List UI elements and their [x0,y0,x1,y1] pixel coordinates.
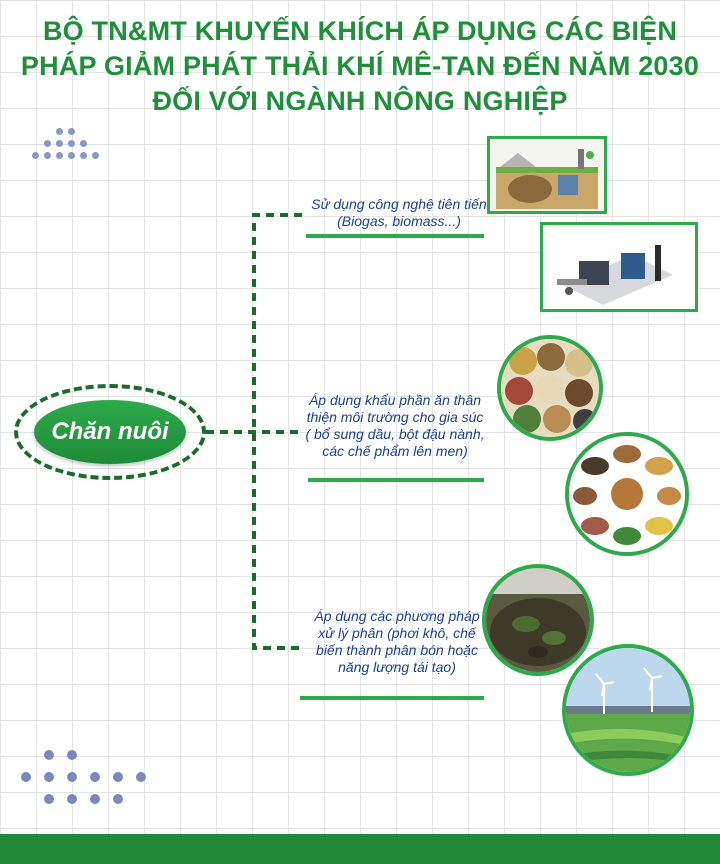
center-node: Chăn nuôi [34,400,186,464]
footer-bar [0,834,720,864]
feed-grains-image [497,335,603,441]
branch-label-2: Áp dụng khẩu phần ăn thân thiện môi trườ… [305,392,485,459]
center-node-ring [14,384,206,480]
branch-underline-3 [300,696,484,700]
animal-feed-ingredients-image [565,432,689,556]
branch-underline-1 [306,234,484,238]
branch-label-1: Sử dụng công nghệ tiên tiến (Biogas, bio… [311,196,487,229]
biomass-plant-image [540,222,698,312]
branch-label-3: Áp dụng các phương pháp xử lý phân (phơi… [314,608,480,675]
compost-manure-image [482,564,594,676]
biogas-diagram-image [487,136,607,214]
branch-underline-2 [308,478,484,482]
center-node-label: Chăn nuôi [51,418,169,445]
page-title: BỘ TN&MT KHUYẾN KHÍCH ÁP DỤNG CÁC BIỆN P… [20,16,700,116]
wind-turbines-fields-image [562,644,694,776]
